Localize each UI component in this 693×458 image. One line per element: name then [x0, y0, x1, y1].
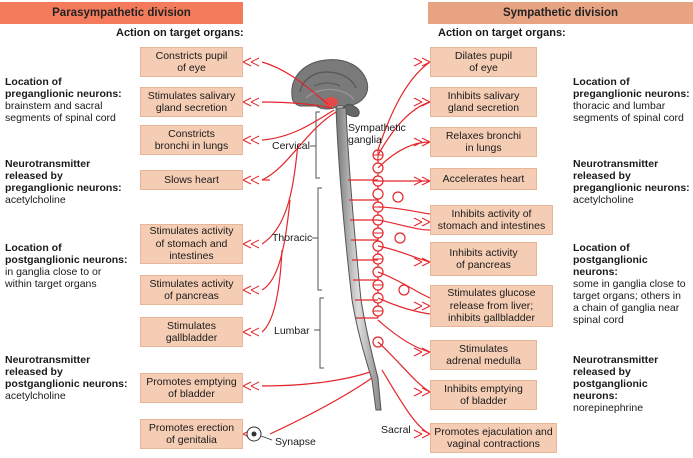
para-note-postganglionic-location: Location of postganglionic neurons:in ga…	[5, 230, 141, 290]
note-text: in ganglia close to or within target org…	[5, 266, 102, 290]
label-cervical: Cervical	[272, 140, 310, 152]
symp-action-heart: Accelerates heart	[430, 168, 537, 190]
symp-action-bladder: Inhibits emptying of bladder	[430, 380, 537, 410]
note-text: acetylcholine	[5, 194, 66, 206]
note-text: acetylcholine	[573, 194, 634, 206]
parasympathetic-header: Parasympathetic division	[0, 2, 243, 24]
label-thoracic: Thoracic	[272, 232, 313, 244]
note-heading: Neurotransmitter released by postganglio…	[573, 354, 659, 402]
action-on-target-organs-right: Action on target organs:	[438, 27, 566, 39]
symp-action-salivary: Inhibits salivary gland secretion	[430, 87, 537, 117]
para-action-pupil: Constricts pupil of eye	[140, 47, 243, 77]
synapse-marker	[246, 426, 273, 442]
brain-illustration	[291, 59, 369, 117]
para-action-salivary: Stimulates salivary gland secretion	[140, 87, 243, 117]
para-action-bladder: Promotes emptying of bladder	[140, 373, 243, 403]
label-lumbar: Lumbar	[274, 325, 310, 337]
para-action-gallbladder: Stimulates gallbladder	[140, 317, 243, 347]
note-text: brainstem and sacral segments of spinal …	[5, 100, 116, 124]
label-sympathetic-ganglia: Sympathetic ganglia	[348, 122, 406, 146]
para-note-postganglionic-transmitter: Neurotransmitter released by postganglio…	[5, 342, 141, 402]
note-heading: Location of preganglionic neurons:	[5, 76, 122, 100]
sympathetic-header: Sympathetic division	[428, 2, 693, 24]
parasympathetic-nerves	[261, 61, 373, 435]
label-synapse: Synapse	[275, 436, 316, 448]
symp-action-stomach: Inhibits activity of stomach and intesti…	[430, 205, 553, 235]
para-action-heart: Slows heart	[140, 170, 243, 190]
sympathetic-chain	[372, 149, 410, 348]
symp-action-pancreas: Inhibits activity of pancreas	[430, 242, 537, 276]
action-on-target-organs-left: Action on target organs:	[116, 27, 244, 39]
note-text: some in ganglia close to target organs; …	[573, 278, 686, 326]
para-action-bronchi: Constricts bronchi in lungs	[140, 125, 243, 155]
symp-note-postganglionic-transmitter: Neurotransmitter released by postganglio…	[573, 342, 691, 414]
symp-action-adrenal: Stimulates adrenal medulla	[430, 340, 537, 370]
symp-note-preganglionic-location: Location of preganglionic neurons:thorac…	[573, 64, 691, 124]
note-heading: Neurotransmitter released by preganglion…	[5, 158, 122, 194]
region-brackets	[310, 111, 324, 369]
para-note-preganglionic-transmitter: Neurotransmitter released by preganglion…	[5, 146, 141, 206]
symp-action-pupil: Dilates pupil of eye	[430, 47, 537, 77]
sympathetic-nerves	[348, 61, 431, 435]
para-action-genitalia: Promotes erection of genitalia	[140, 419, 243, 449]
spinal-cord	[335, 107, 382, 411]
symp-action-liver: Stimulates glucose release from liver; i…	[430, 285, 553, 327]
symp-action-ejaculation: Promotes ejaculation and vaginal contrac…	[430, 423, 557, 453]
note-text: norepinephrine	[573, 402, 644, 414]
symp-action-bronchi: Relaxes bronchi in lungs	[430, 127, 537, 157]
para-action-pancreas: Stimulates activity of pancreas	[140, 275, 243, 305]
note-heading: Location of postganglionic neurons:	[573, 242, 648, 278]
symp-note-preganglionic-transmitter: Neurotransmitter released by preganglion…	[573, 146, 691, 206]
symp-note-postganglionic-location: Location of postganglionic neurons:some …	[573, 230, 691, 326]
note-text: acetylcholine	[5, 390, 66, 402]
para-note-preganglionic-location: Location of preganglionic neurons:brains…	[5, 64, 141, 124]
note-heading: Location of preganglionic neurons:	[573, 76, 690, 100]
label-sacral: Sacral	[381, 424, 411, 436]
note-heading: Neurotransmitter released by postganglio…	[5, 354, 128, 390]
para-action-stomach: Stimulates activity of stomach and intes…	[140, 224, 243, 264]
note-heading: Location of postganglionic neurons:	[5, 242, 128, 266]
note-text: thoracic and lumbar segments of spinal c…	[573, 100, 684, 124]
note-heading: Neurotransmitter released by preganglion…	[573, 158, 690, 194]
